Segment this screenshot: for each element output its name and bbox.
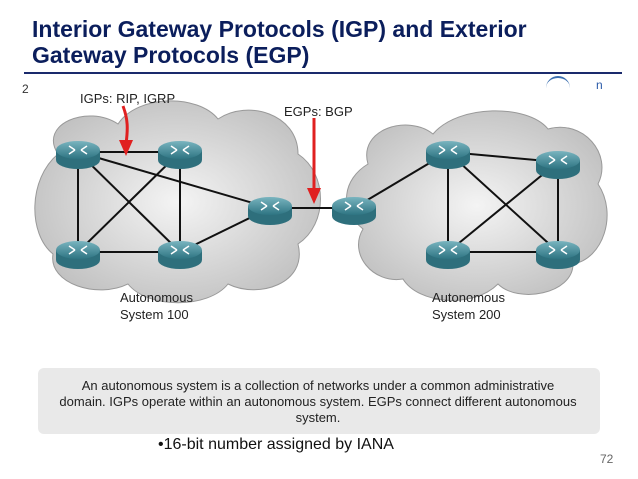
igp-label: IGPs: RIP, IGRP bbox=[80, 91, 175, 106]
router-as200-top-right bbox=[536, 151, 580, 179]
router-as100-bottom-right bbox=[158, 241, 202, 269]
caption-box bbox=[38, 368, 600, 434]
corner-logo-arc bbox=[546, 76, 570, 92]
router-as200-bottom-left bbox=[426, 241, 470, 269]
router-as200-border bbox=[332, 197, 376, 225]
as200-label-line1: Autonomous bbox=[432, 290, 505, 305]
page-number: 72 bbox=[600, 452, 614, 466]
title-divider bbox=[24, 72, 622, 74]
as200-label-line2: System 200 bbox=[432, 307, 501, 322]
cloud-as200 bbox=[346, 110, 608, 301]
bullet-point: •16-bit number assigned by IANA bbox=[158, 436, 394, 453]
router-as100-top-right bbox=[158, 141, 202, 169]
egp-label: EGPs: BGP bbox=[284, 104, 353, 119]
router-as100-top-left bbox=[56, 141, 100, 169]
corner-number: 2 bbox=[22, 82, 29, 96]
router-as200-bottom-right bbox=[536, 241, 580, 269]
corner-letter: n bbox=[596, 78, 603, 92]
egp-arrow bbox=[307, 118, 321, 204]
slide-title: Interior Gateway Protocols (IGP) and Ext… bbox=[32, 16, 527, 68]
caption-text: An autonomous system is a collection of … bbox=[59, 378, 577, 425]
router-as100-bottom-left bbox=[56, 241, 100, 269]
igp-arrow bbox=[119, 105, 133, 156]
network-diagram: IGPs: RIP, IGRP EGPs: BGP Autonomous Sys… bbox=[34, 91, 608, 322]
as100-label-line1: Autonomous bbox=[120, 290, 193, 305]
router-as200-top-left bbox=[426, 141, 470, 169]
router-as100-border bbox=[248, 197, 292, 225]
as100-label-line2: System 100 bbox=[120, 307, 189, 322]
